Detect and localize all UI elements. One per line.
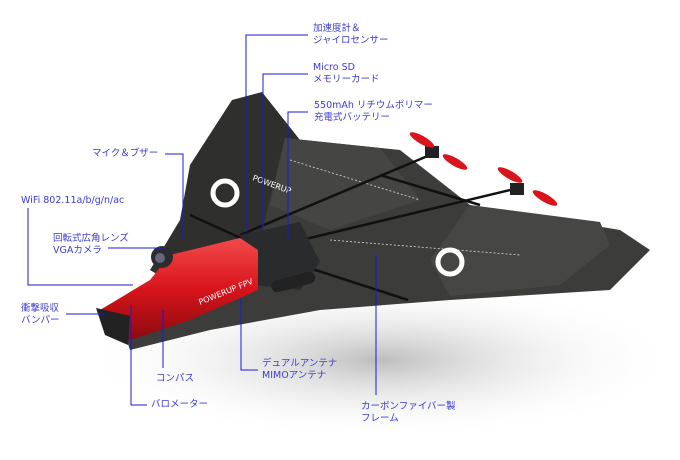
battery-housing [240, 222, 320, 290]
label-line: マイク＆ブザー [92, 148, 159, 159]
label-barometer: バロメーター [151, 399, 208, 411]
label-line: メモリーカード [313, 74, 380, 85]
label-line: デュアルアンテナ [262, 358, 338, 369]
label-line: 加速度計＆ [313, 23, 361, 34]
label-line: バロメーター [151, 399, 209, 410]
label-line: コンパス [156, 373, 195, 384]
label-line: Micro SD [313, 62, 355, 73]
label-line: MIMOアンテナ [262, 370, 327, 381]
label-antenna: デュアルアンテナ MIMOアンテナ [262, 358, 337, 382]
label-line: 550mAh リチウムポリマー [314, 100, 433, 111]
right-wing-panel [430, 205, 610, 296]
label-line: VGAカメラ [53, 245, 102, 256]
label-line: 回転式広角レンズ [53, 233, 129, 244]
red-body [100, 238, 258, 340]
label-line: フレーム [361, 413, 399, 424]
propellers [409, 132, 558, 206]
label-line: 衝撃吸収 [21, 303, 60, 314]
label-line: バンパー [21, 315, 60, 326]
label-carbon-frame: カーボンファイバー製 フレーム [361, 401, 456, 425]
label-microsd: Micro SD メモリーカード [313, 62, 380, 86]
label-wifi: WiFi 802.11a/b/g/n/ac [21, 195, 124, 207]
label-mic-buzzer: マイク＆ブザー [92, 148, 158, 160]
label-battery: 550mAh リチウムポリマー 充電式バッテリー [314, 100, 433, 124]
label-accelerometer-gyro: 加速度計＆ ジャイロセンサー [313, 23, 389, 47]
label-line: WiFi 802.11a/b/g/n/ac [21, 195, 125, 206]
label-bumper: 衝撃吸収 バンパー [21, 303, 59, 327]
label-compass: コンパス [156, 373, 194, 385]
wing-surface [120, 138, 650, 350]
bumper [96, 308, 130, 345]
label-camera: 回転式広角レンズ VGAカメラ [53, 233, 129, 257]
label-line: 充電式バッテリー [314, 112, 391, 123]
label-line: ジャイロセンサー [313, 35, 389, 46]
leader-lines [27, 34, 377, 406]
label-line: カーボンファイバー製 [361, 401, 456, 412]
